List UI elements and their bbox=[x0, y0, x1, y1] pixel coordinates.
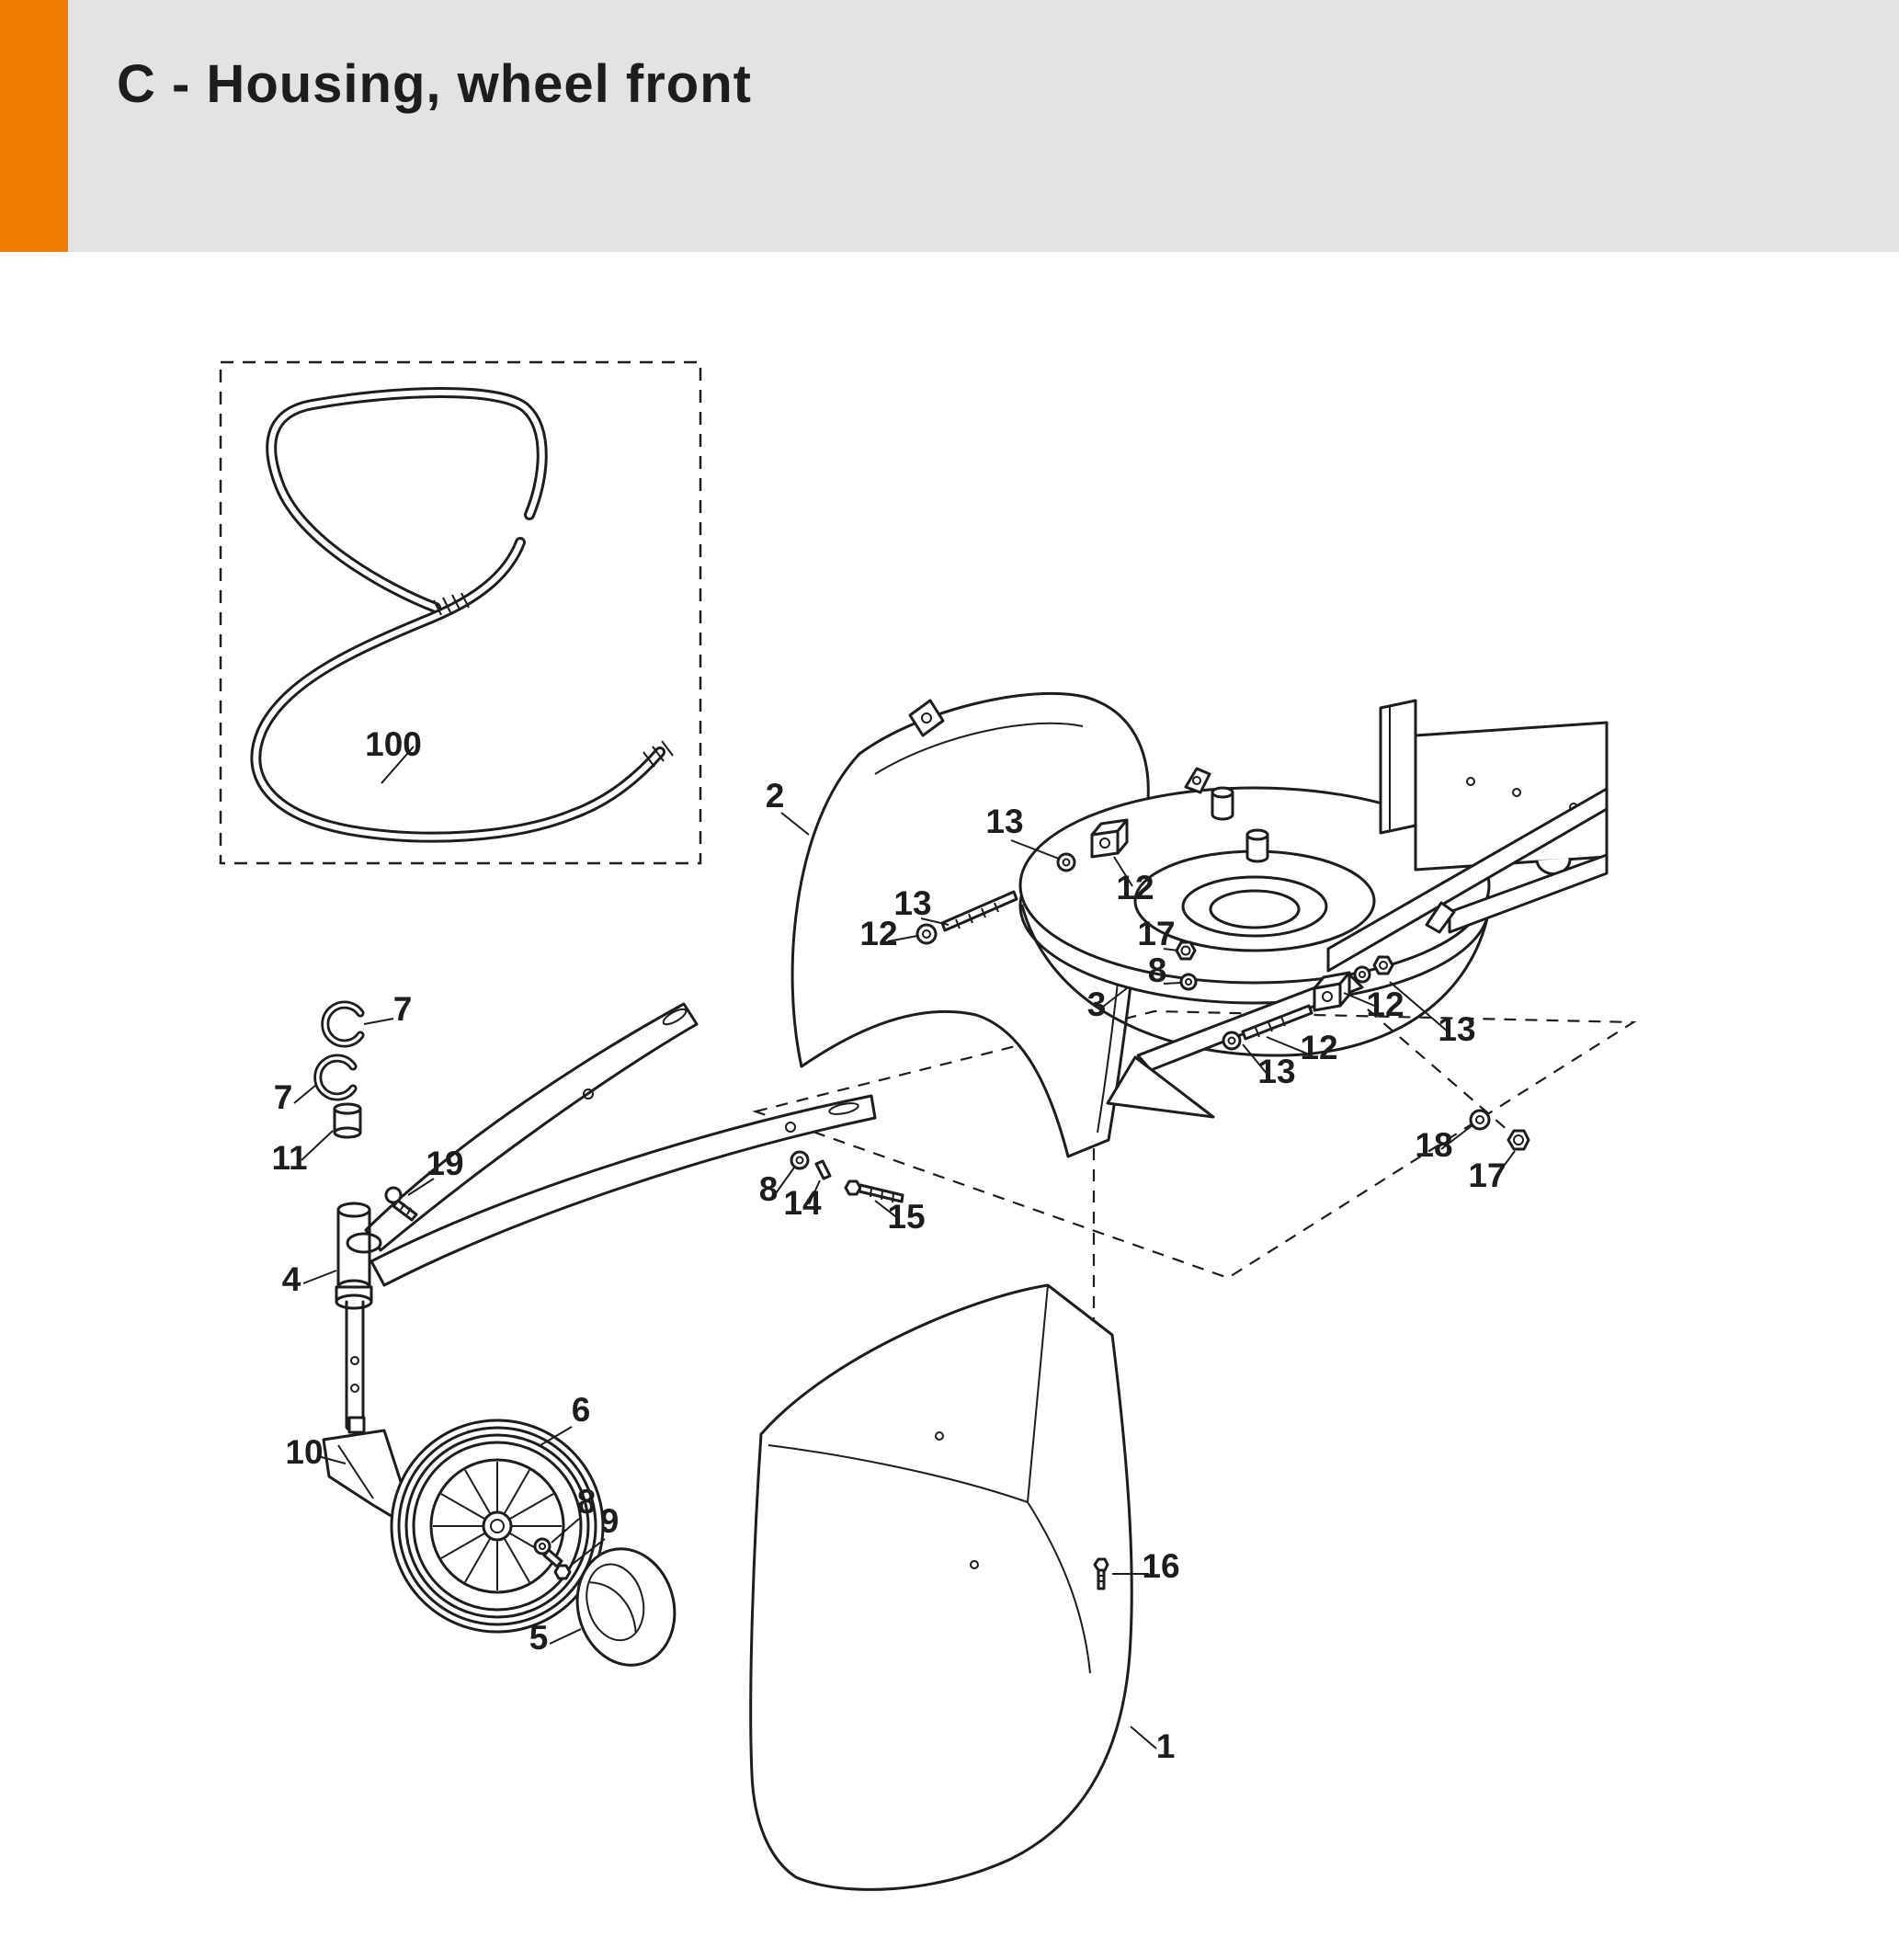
inset-border bbox=[219, 360, 702, 865]
housing-cover bbox=[749, 1283, 1133, 1891]
bolt bbox=[1241, 1004, 1313, 1041]
washer bbox=[1469, 1109, 1491, 1131]
square-nut bbox=[1090, 818, 1129, 859]
callout-label: 12 bbox=[859, 915, 897, 952]
deck-boss bbox=[1211, 786, 1234, 821]
deck-skirt-flap bbox=[1106, 1055, 1215, 1119]
callout-label: 8 bbox=[759, 1170, 779, 1208]
hex-nut bbox=[1372, 955, 1394, 975]
callout-label: 13 bbox=[893, 884, 931, 922]
callout-label: 19 bbox=[426, 1145, 463, 1182]
square-nut bbox=[1313, 971, 1351, 1012]
frame-assembly bbox=[1326, 699, 1609, 973]
arm-lower bbox=[370, 1094, 877, 1287]
callout-label: 11 bbox=[271, 1139, 307, 1177]
callout-label: 5 bbox=[529, 1619, 549, 1657]
callout-label: 13 bbox=[1438, 1010, 1475, 1048]
hex-nut bbox=[1507, 1129, 1530, 1151]
callout-label: 17 bbox=[1468, 1157, 1506, 1194]
washer bbox=[533, 1537, 552, 1555]
callout-label: 12 bbox=[1300, 1029, 1337, 1066]
roll-pin bbox=[814, 1159, 832, 1180]
callout-label: 14 bbox=[783, 1184, 822, 1222]
callout-label: 12 bbox=[1116, 869, 1154, 906]
callout-label: 10 bbox=[285, 1433, 323, 1471]
callout-label: 13 bbox=[985, 803, 1023, 840]
screw bbox=[542, 1548, 572, 1580]
callout-label: 17 bbox=[1137, 915, 1175, 952]
guard-mount-tab bbox=[908, 699, 945, 737]
arm-upper bbox=[364, 1002, 699, 1252]
bushing bbox=[333, 1102, 362, 1139]
washer bbox=[1179, 973, 1198, 991]
washer bbox=[1353, 965, 1371, 984]
washer bbox=[1056, 852, 1076, 872]
thread-ticks bbox=[433, 592, 674, 768]
hex-nut bbox=[1175, 940, 1197, 961]
fasteners bbox=[384, 818, 1530, 1590]
detail-inset bbox=[219, 360, 702, 865]
callout-label: 100 bbox=[365, 725, 422, 763]
callout-label: 6 bbox=[572, 1391, 591, 1429]
rail-lower bbox=[1448, 853, 1609, 934]
deck-boss bbox=[1245, 828, 1269, 863]
leader-lines bbox=[293, 746, 1516, 1749]
vertical-bracket bbox=[1379, 699, 1417, 835]
callout-label: 15 bbox=[887, 1198, 925, 1236]
washer bbox=[1222, 1031, 1242, 1051]
bolt bbox=[940, 890, 1018, 932]
page-title: C - Housing, wheel front bbox=[117, 54, 752, 114]
deck-bracket-tab bbox=[1184, 767, 1211, 794]
callout-label: 7 bbox=[274, 1078, 293, 1116]
callout-label: 16 bbox=[1142, 1547, 1179, 1585]
washer bbox=[790, 1150, 810, 1170]
callout-label: 2 bbox=[766, 777, 785, 815]
screw bbox=[1093, 1557, 1109, 1590]
arm-joint bbox=[346, 1232, 382, 1254]
retaining-clips bbox=[313, 1000, 365, 1101]
rail-tab bbox=[1425, 901, 1456, 934]
header-band bbox=[0, 0, 1899, 252]
front-wheel bbox=[390, 1419, 605, 1634]
support-arms bbox=[346, 1002, 877, 1287]
callout-label: 3 bbox=[1087, 986, 1107, 1023]
callout-label: 7 bbox=[393, 990, 413, 1028]
callout-label: 8 bbox=[577, 1483, 597, 1521]
callout-label: 4 bbox=[282, 1260, 301, 1298]
callout-label: 1 bbox=[1156, 1727, 1176, 1765]
hex-bolt bbox=[844, 1179, 904, 1203]
washer bbox=[915, 923, 938, 945]
rail-upper bbox=[1326, 787, 1609, 973]
callout-labels: 100 2 13 12 13 12 17 8 3 12 13 12 13 7 7… bbox=[271, 725, 1506, 1765]
handlebar-part bbox=[250, 387, 674, 843]
callout-label: 13 bbox=[1257, 1053, 1295, 1090]
callout-label: 18 bbox=[1415, 1126, 1452, 1164]
caster-post bbox=[335, 1202, 373, 1432]
accent-bar bbox=[0, 0, 68, 252]
callout-label: 8 bbox=[1148, 952, 1167, 989]
screw bbox=[384, 1186, 418, 1222]
hub-cap bbox=[575, 1547, 677, 1667]
callout-label: 12 bbox=[1366, 986, 1404, 1023]
callout-label: 9 bbox=[600, 1502, 620, 1540]
